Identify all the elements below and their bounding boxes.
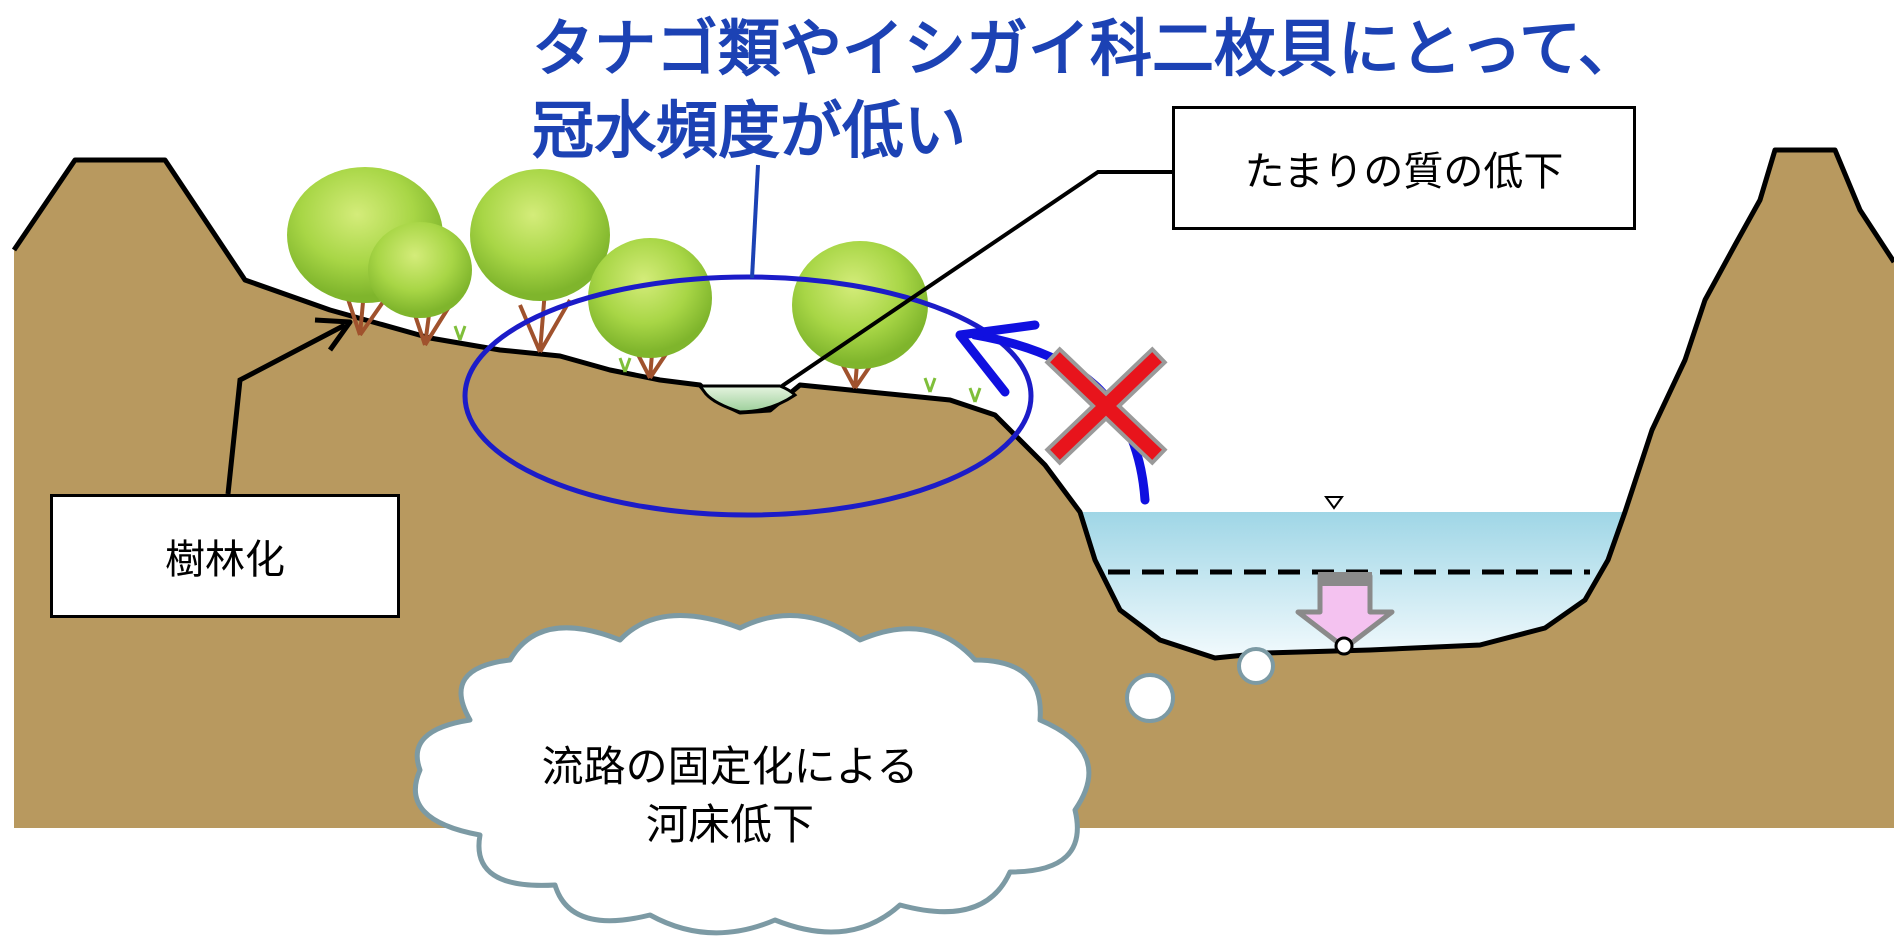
forest-leader-line (225, 322, 347, 495)
heading-line-1: タナゴ類やイシガイ科二枚貝にとって、 (532, 12, 1640, 85)
flood-arrowhead (955, 320, 1040, 397)
tree (792, 241, 928, 390)
forestation-text: 樹林化 (165, 537, 285, 583)
bed-marker (1334, 636, 1354, 656)
thought-cloud (413, 613, 1092, 936)
heading-leader-line (750, 164, 760, 279)
cloud-line-1: 流路の固定化による (541, 742, 919, 791)
forestation-label: 樹林化 (50, 494, 400, 618)
thought-bubble-medium (1125, 673, 1175, 723)
thought-bubble-small (1237, 647, 1275, 685)
tree (368, 222, 472, 347)
cross-icon (1044, 346, 1168, 466)
pool-leader-line (780, 170, 1172, 388)
pool-quality-label: たまりの質の低下 (1172, 106, 1636, 230)
down-arrow-icon (1295, 572, 1395, 651)
floodplain-highlight-ellipse (462, 274, 1034, 518)
ground-terrain (14, 150, 1894, 828)
floodplain-pool (697, 384, 798, 414)
grass (453, 325, 982, 403)
cloud-text: 流路の固定化による 河床低下 (480, 738, 980, 854)
tree (470, 169, 610, 353)
tree (588, 238, 712, 380)
heading: タナゴ類やイシガイ科二枚貝にとって、 冠水頻度が低い (532, 8, 1640, 172)
cloud-line-2: 河床低下 (645, 800, 814, 849)
trees (287, 167, 982, 403)
terrain-outline (11, 147, 1894, 661)
heading-line-2: 冠水頻度が低い (532, 94, 967, 167)
pool-quality-text: たまりの質の低下 (1244, 149, 1564, 195)
forest-arrowhead (314, 317, 353, 352)
inverted-triangle-icon (1324, 496, 1344, 510)
